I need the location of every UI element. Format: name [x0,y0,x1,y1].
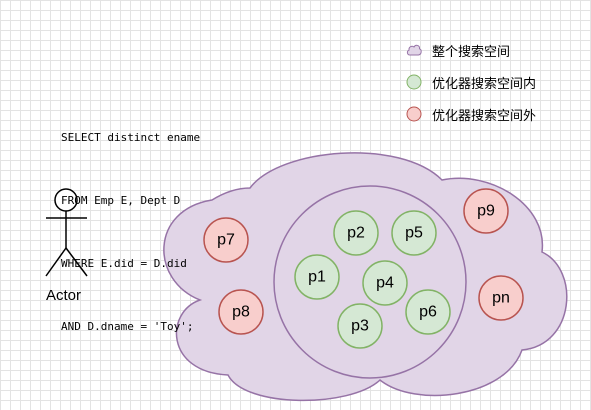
sql-query-text[interactable]: SELECT distinct ename FROM Emp E, Dept D… [61,85,200,358]
node-label: p5 [405,225,423,242]
legend-label: 优化器搜索空间外 [432,108,537,124]
actor-icon [45,188,88,277]
node-p3[interactable]: p3 [337,303,383,349]
node-p9[interactable]: p9 [463,188,509,234]
node-label: p9 [477,203,495,220]
sql-line: FROM Emp E, Dept D [61,194,181,207]
sql-line: WHERE E.did = D.did [61,257,187,270]
node-p1[interactable]: p1 [294,254,340,300]
sql-line: SELECT distinct ename [61,131,201,144]
legend-item-outside[interactable]: 优化器搜索空间外 [406,106,537,124]
legend-item-whole-space[interactable]: 整个搜索空间 [406,42,536,60]
legend-item-inside[interactable]: 优化器搜索空间内 [406,74,537,92]
node-label: p3 [351,318,369,335]
node-label: pn [492,290,510,307]
circle-icon [406,74,422,90]
node-label: p1 [308,269,326,286]
node-p8[interactable]: p8 [218,289,264,335]
node-label: p4 [376,275,394,292]
node-p7[interactable]: p7 [203,217,249,263]
legend-label: 优化器搜索空间内 [432,76,537,92]
legend: 整个搜索空间 优化器搜索空间内 优化器搜索空间外 [406,42,536,138]
circle-icon [406,106,422,122]
node-label: p6 [419,304,437,321]
node-p5[interactable]: p5 [391,210,437,256]
node-p2[interactable]: p2 [333,210,379,256]
cloud-icon [406,44,422,56]
node-label: p7 [217,232,235,249]
actor-label: Actor [46,287,82,304]
node-label: p2 [347,225,365,242]
node-p6[interactable]: p6 [405,289,451,335]
node-label: p8 [232,304,250,321]
node-pn[interactable]: pn [478,275,524,321]
node-p4[interactable]: p4 [362,260,408,306]
legend-label: 整个搜索空间 [432,44,511,60]
sql-line: AND D.dname = 'Toy'; [61,320,194,333]
